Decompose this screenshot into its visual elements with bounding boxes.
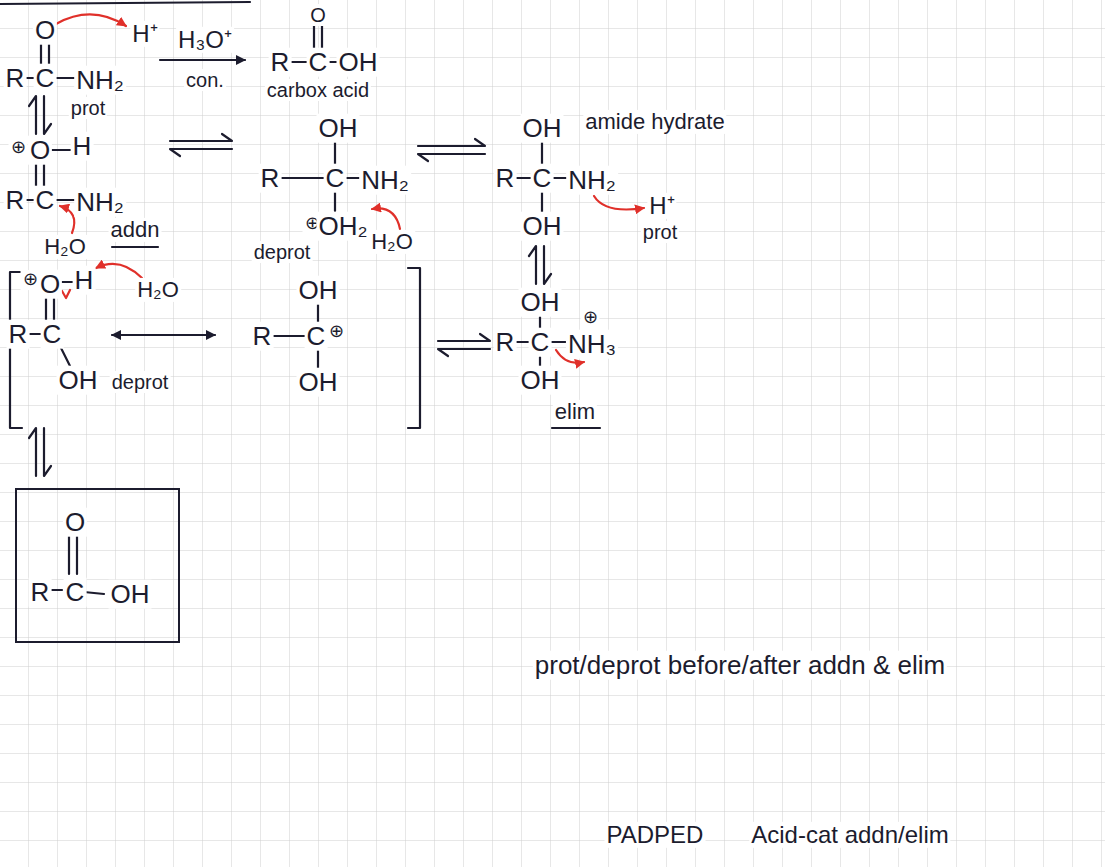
reagent: H₂O: [369, 230, 415, 254]
underline: [112, 246, 158, 248]
resonance-bracket: [10, 272, 22, 428]
reagent: H₂O: [42, 235, 88, 259]
atom: C: [324, 164, 347, 193]
step-label: deprot: [252, 241, 313, 263]
reagent: H₂O: [135, 278, 181, 302]
atom: OH: [297, 368, 340, 397]
equilibrium-arrow: [29, 96, 51, 134]
charge: ⊕: [581, 308, 600, 328]
equilibrium-arrow: [438, 334, 490, 356]
atom: C: [41, 320, 64, 349]
atom: C: [34, 186, 57, 215]
atom: NH₂: [566, 166, 618, 195]
atom: R: [494, 328, 517, 357]
atom: NH₃: [566, 330, 618, 359]
atom: C: [307, 48, 330, 77]
reagent: H⁺: [130, 21, 159, 47]
atom: NH₂: [74, 188, 126, 217]
note: Acid-cat addn/elim: [749, 822, 950, 848]
atom: R: [29, 578, 52, 607]
electron-arrow: [62, 290, 70, 298]
bond-lines: [515, 317, 567, 366]
note: carbox acid: [265, 79, 371, 101]
atom: OH: [337, 48, 380, 77]
heading-rule: [0, 2, 250, 4]
atom: C: [531, 164, 554, 193]
atom: O: [28, 136, 52, 165]
curved-arrow: [96, 264, 142, 278]
note: prot/deprot before/after addn & elim: [533, 651, 947, 680]
equilibrium-arrow: [29, 428, 51, 476]
curved-arrow: [60, 206, 74, 233]
reaction-arrow: [160, 59, 245, 61]
charge: ⊕: [21, 270, 40, 290]
atom: OH: [297, 276, 340, 305]
curved-arrow: [594, 196, 644, 210]
atom: O: [308, 4, 328, 26]
atom: NH₂: [74, 66, 126, 95]
product-box: O RC OH: [15, 488, 180, 643]
atom: R: [259, 164, 282, 193]
atom: OH: [521, 212, 564, 241]
curved-arrow: [372, 208, 400, 229]
atom: OH: [519, 288, 562, 317]
atom: H: [71, 132, 94, 161]
atom: O: [63, 508, 87, 537]
reagent: H⁺: [647, 193, 676, 219]
step-label: prot: [641, 221, 679, 243]
step-label: deprot: [110, 371, 171, 393]
atom: OH: [521, 114, 564, 143]
resonance-arrow: [112, 334, 215, 336]
atom: H: [73, 266, 96, 295]
atom: O: [33, 16, 57, 45]
atom: OH: [519, 366, 562, 395]
underline: [552, 427, 600, 429]
atom: OH: [57, 366, 100, 395]
atom: C: [529, 328, 552, 357]
charge: ⊕: [327, 322, 346, 342]
equilibrium-arrow: [418, 139, 485, 161]
atom: R: [4, 64, 27, 93]
reagent: H₃O⁺: [176, 27, 234, 53]
equilibrium-arrow: [170, 134, 232, 156]
atom: O: [38, 270, 62, 299]
atom: OH₂: [316, 212, 369, 241]
atom: OH: [109, 580, 152, 609]
bond-lines: [515, 142, 567, 212]
step-label: addn: [109, 218, 162, 242]
bond-lines: [280, 142, 361, 211]
resonance-bracket: [408, 268, 420, 428]
curved-arrow: [56, 14, 126, 26]
atom: R: [251, 322, 274, 351]
step-label: prot: [69, 97, 107, 119]
note: PADPED: [605, 822, 706, 848]
charge: ⊕: [9, 138, 28, 158]
atom: R: [7, 320, 30, 349]
atom: OH: [317, 114, 360, 143]
atom: R: [269, 48, 292, 77]
note: amide hydrate: [583, 110, 726, 134]
atom: C: [34, 64, 57, 93]
atom: C: [305, 322, 328, 351]
atom: C: [64, 578, 87, 607]
equilibrium-arrow: [529, 246, 551, 284]
step-label: elim: [553, 400, 597, 424]
atom: NH₂: [359, 166, 411, 195]
condition: con.: [184, 69, 226, 91]
atom: R: [4, 186, 27, 215]
atom: R: [494, 164, 517, 193]
